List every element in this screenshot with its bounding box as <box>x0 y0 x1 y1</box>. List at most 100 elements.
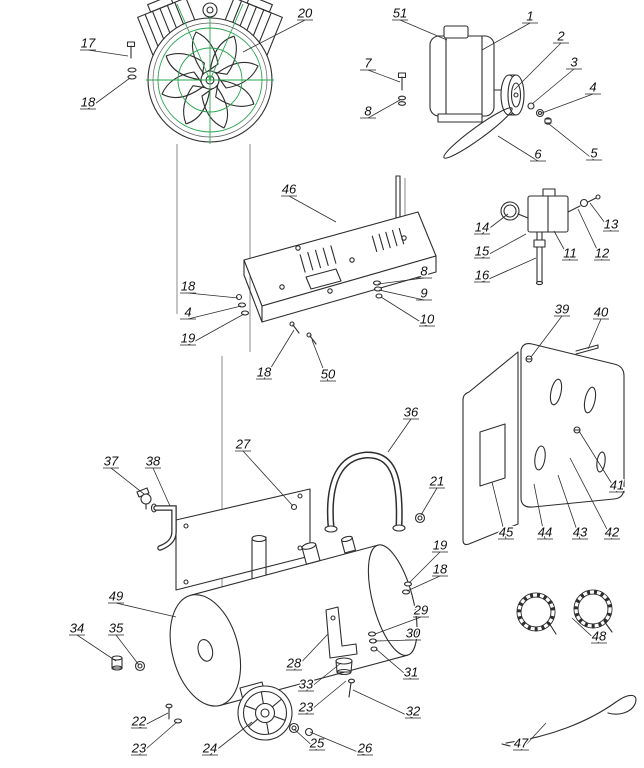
leader-line-3 <box>531 68 575 105</box>
air-filter <box>202 2 218 18</box>
leader-line-8 <box>377 277 425 285</box>
leader-line-8 <box>367 99 401 119</box>
drive-belt <box>443 107 513 159</box>
pump-assembly-drawing <box>126 0 283 144</box>
leader-line-10 <box>380 296 428 327</box>
callout-48: 48 <box>592 629 607 644</box>
callout-14: 14 <box>475 220 489 235</box>
leader-line-25 <box>293 728 318 751</box>
callout-18: 18 <box>81 95 96 110</box>
callout-26: 26 <box>357 741 373 756</box>
baseplate-fasteners-left <box>235 293 250 316</box>
callout-44: 44 <box>538 525 552 540</box>
leader-line-23 <box>305 680 347 715</box>
leader-line-18 <box>187 292 239 299</box>
callout-8: 8 <box>420 264 428 279</box>
leader-line-22 <box>138 712 169 729</box>
handle-drawing <box>324 451 426 595</box>
callout-21: 21 <box>429 474 444 489</box>
callout-35: 35 <box>109 621 124 636</box>
small-fittings-drawing <box>111 655 183 724</box>
leader-line-42 <box>569 457 613 540</box>
leader-line-19 <box>408 551 441 584</box>
leader-line-21 <box>420 487 438 516</box>
baseplate-flange <box>261 255 437 323</box>
callout-46: 46 <box>282 182 297 197</box>
pulley-fasteners <box>527 102 552 125</box>
baseplate-drawing <box>235 175 437 345</box>
guard-front-panel <box>520 343 625 508</box>
baseplate-cutout <box>305 268 342 290</box>
motor-bolt-washers <box>397 72 407 106</box>
leader-line-34 <box>76 634 117 662</box>
wheel <box>237 685 293 741</box>
undercarriage-drawing <box>237 606 378 741</box>
leader-line-14 <box>481 213 509 235</box>
leader-line-37 <box>110 467 145 495</box>
leader-line-31 <box>375 648 412 680</box>
leader-line-15 <box>481 233 527 259</box>
callout-13: 13 <box>604 217 619 232</box>
callout-28: 28 <box>286 656 302 671</box>
leader-line-5 <box>548 123 595 161</box>
leader-line-4 <box>541 93 594 114</box>
callout-20: 20 <box>297 6 313 21</box>
callout-4: 4 <box>589 80 596 95</box>
terminal-box <box>443 25 469 39</box>
baseplate-screws-bottom <box>289 321 317 345</box>
callout-3: 3 <box>570 55 578 70</box>
callout-45: 45 <box>499 525 514 540</box>
valve-elbow-drawing <box>136 487 177 551</box>
leader-line-17 <box>87 49 129 57</box>
callout-1: 1 <box>526 9 533 24</box>
callout-15: 15 <box>475 244 490 259</box>
callout-27: 27 <box>235 437 251 452</box>
leader-line-28 <box>293 633 329 671</box>
callout-39: 39 <box>555 302 569 317</box>
callout-5: 5 <box>590 146 598 161</box>
pressure-switch-drawing <box>500 188 601 286</box>
callout-43: 43 <box>573 525 588 540</box>
leader-line-27 <box>242 450 294 507</box>
bolt-and-washers <box>126 41 137 80</box>
leader-line-43 <box>557 474 581 540</box>
leader-line-24 <box>209 721 253 756</box>
callout-19: 19 <box>433 538 447 553</box>
rubber-foot <box>335 657 353 676</box>
callout-36: 36 <box>404 405 419 420</box>
callout-41: 41 <box>610 478 624 493</box>
pulley <box>500 74 525 116</box>
leader-line-45 <box>491 481 507 540</box>
leader-line-9 <box>378 289 425 301</box>
callout-42: 42 <box>605 525 620 540</box>
axle-washer <box>288 722 300 734</box>
leader-line-13 <box>589 202 612 232</box>
leader-line-50 <box>311 339 329 382</box>
callout-16: 16 <box>475 268 490 283</box>
leader-line-4 <box>187 305 242 320</box>
callout-17: 17 <box>81 36 96 51</box>
leader-line-51 <box>399 19 448 41</box>
leader-line-11 <box>553 230 571 261</box>
motor-body <box>429 35 495 117</box>
leader-line-1 <box>481 22 531 51</box>
leader-line-18 <box>263 329 295 380</box>
leader-line-44 <box>533 483 546 540</box>
motor-foot <box>437 113 483 123</box>
hose-drawing <box>501 694 637 747</box>
guard-screws <box>525 344 599 434</box>
callout-23: 23 <box>298 700 314 715</box>
callout-34: 34 <box>70 621 84 636</box>
leader-line-38 <box>152 467 171 507</box>
leader-line-19 <box>187 313 245 346</box>
callout-9: 9 <box>420 286 427 301</box>
callout-11: 11 <box>563 246 577 261</box>
leader-line-40 <box>587 318 602 350</box>
callout-22: 22 <box>131 714 147 729</box>
callout-37: 37 <box>104 454 119 469</box>
callout-49: 49 <box>109 589 123 604</box>
callout-19: 19 <box>181 331 195 346</box>
callout-47: 47 <box>514 736 529 751</box>
